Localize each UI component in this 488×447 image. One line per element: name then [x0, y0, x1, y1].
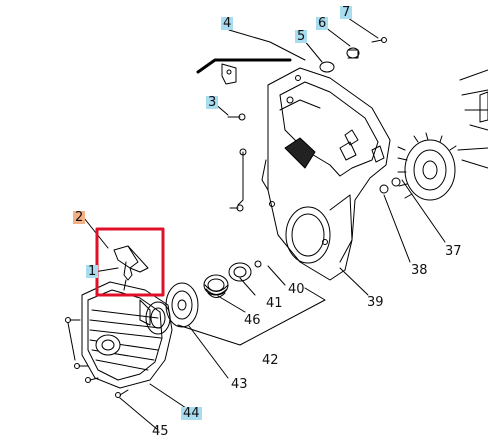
group-bracket-42	[178, 288, 325, 345]
callout-44[interactable]: 44	[181, 406, 202, 421]
callout-43[interactable]: 43	[231, 377, 248, 392]
highlight-box	[97, 229, 163, 295]
callout-4[interactable]: 4	[221, 16, 234, 31]
engine-part	[458, 70, 488, 168]
bracket-part[interactable]	[198, 60, 290, 84]
callout-3[interactable]: 3	[206, 95, 219, 110]
fan-housing-part[interactable]	[262, 68, 390, 280]
callout-6[interactable]: 6	[316, 16, 329, 31]
starter-housing-part[interactable]	[66, 282, 173, 398]
callout-42[interactable]: 42	[262, 353, 279, 368]
callout-45[interactable]: 45	[152, 424, 169, 439]
callout-1[interactable]: 1	[86, 264, 99, 279]
callout-5[interactable]: 5	[295, 29, 308, 44]
callout-7[interactable]: 7	[340, 5, 353, 20]
spring-holder-part[interactable]	[229, 261, 261, 281]
pulley-part[interactable]	[146, 283, 198, 334]
starter-handle-part[interactable]	[114, 246, 148, 290]
callout-46[interactable]: 46	[244, 313, 261, 328]
callout-41[interactable]: 41	[266, 296, 283, 311]
leader-lines	[84, 18, 445, 430]
callout-2[interactable]: 2	[73, 210, 86, 225]
callout-37[interactable]: 37	[445, 244, 462, 259]
screw-part[interactable]	[228, 114, 246, 211]
spring-part[interactable]	[204, 275, 228, 298]
callout-38[interactable]: 38	[411, 263, 428, 278]
small-hardware-part[interactable]	[320, 38, 387, 73]
callout-39[interactable]: 39	[367, 295, 384, 310]
callout-40[interactable]: 40	[288, 282, 305, 297]
flywheel-part[interactable]	[380, 133, 456, 200]
